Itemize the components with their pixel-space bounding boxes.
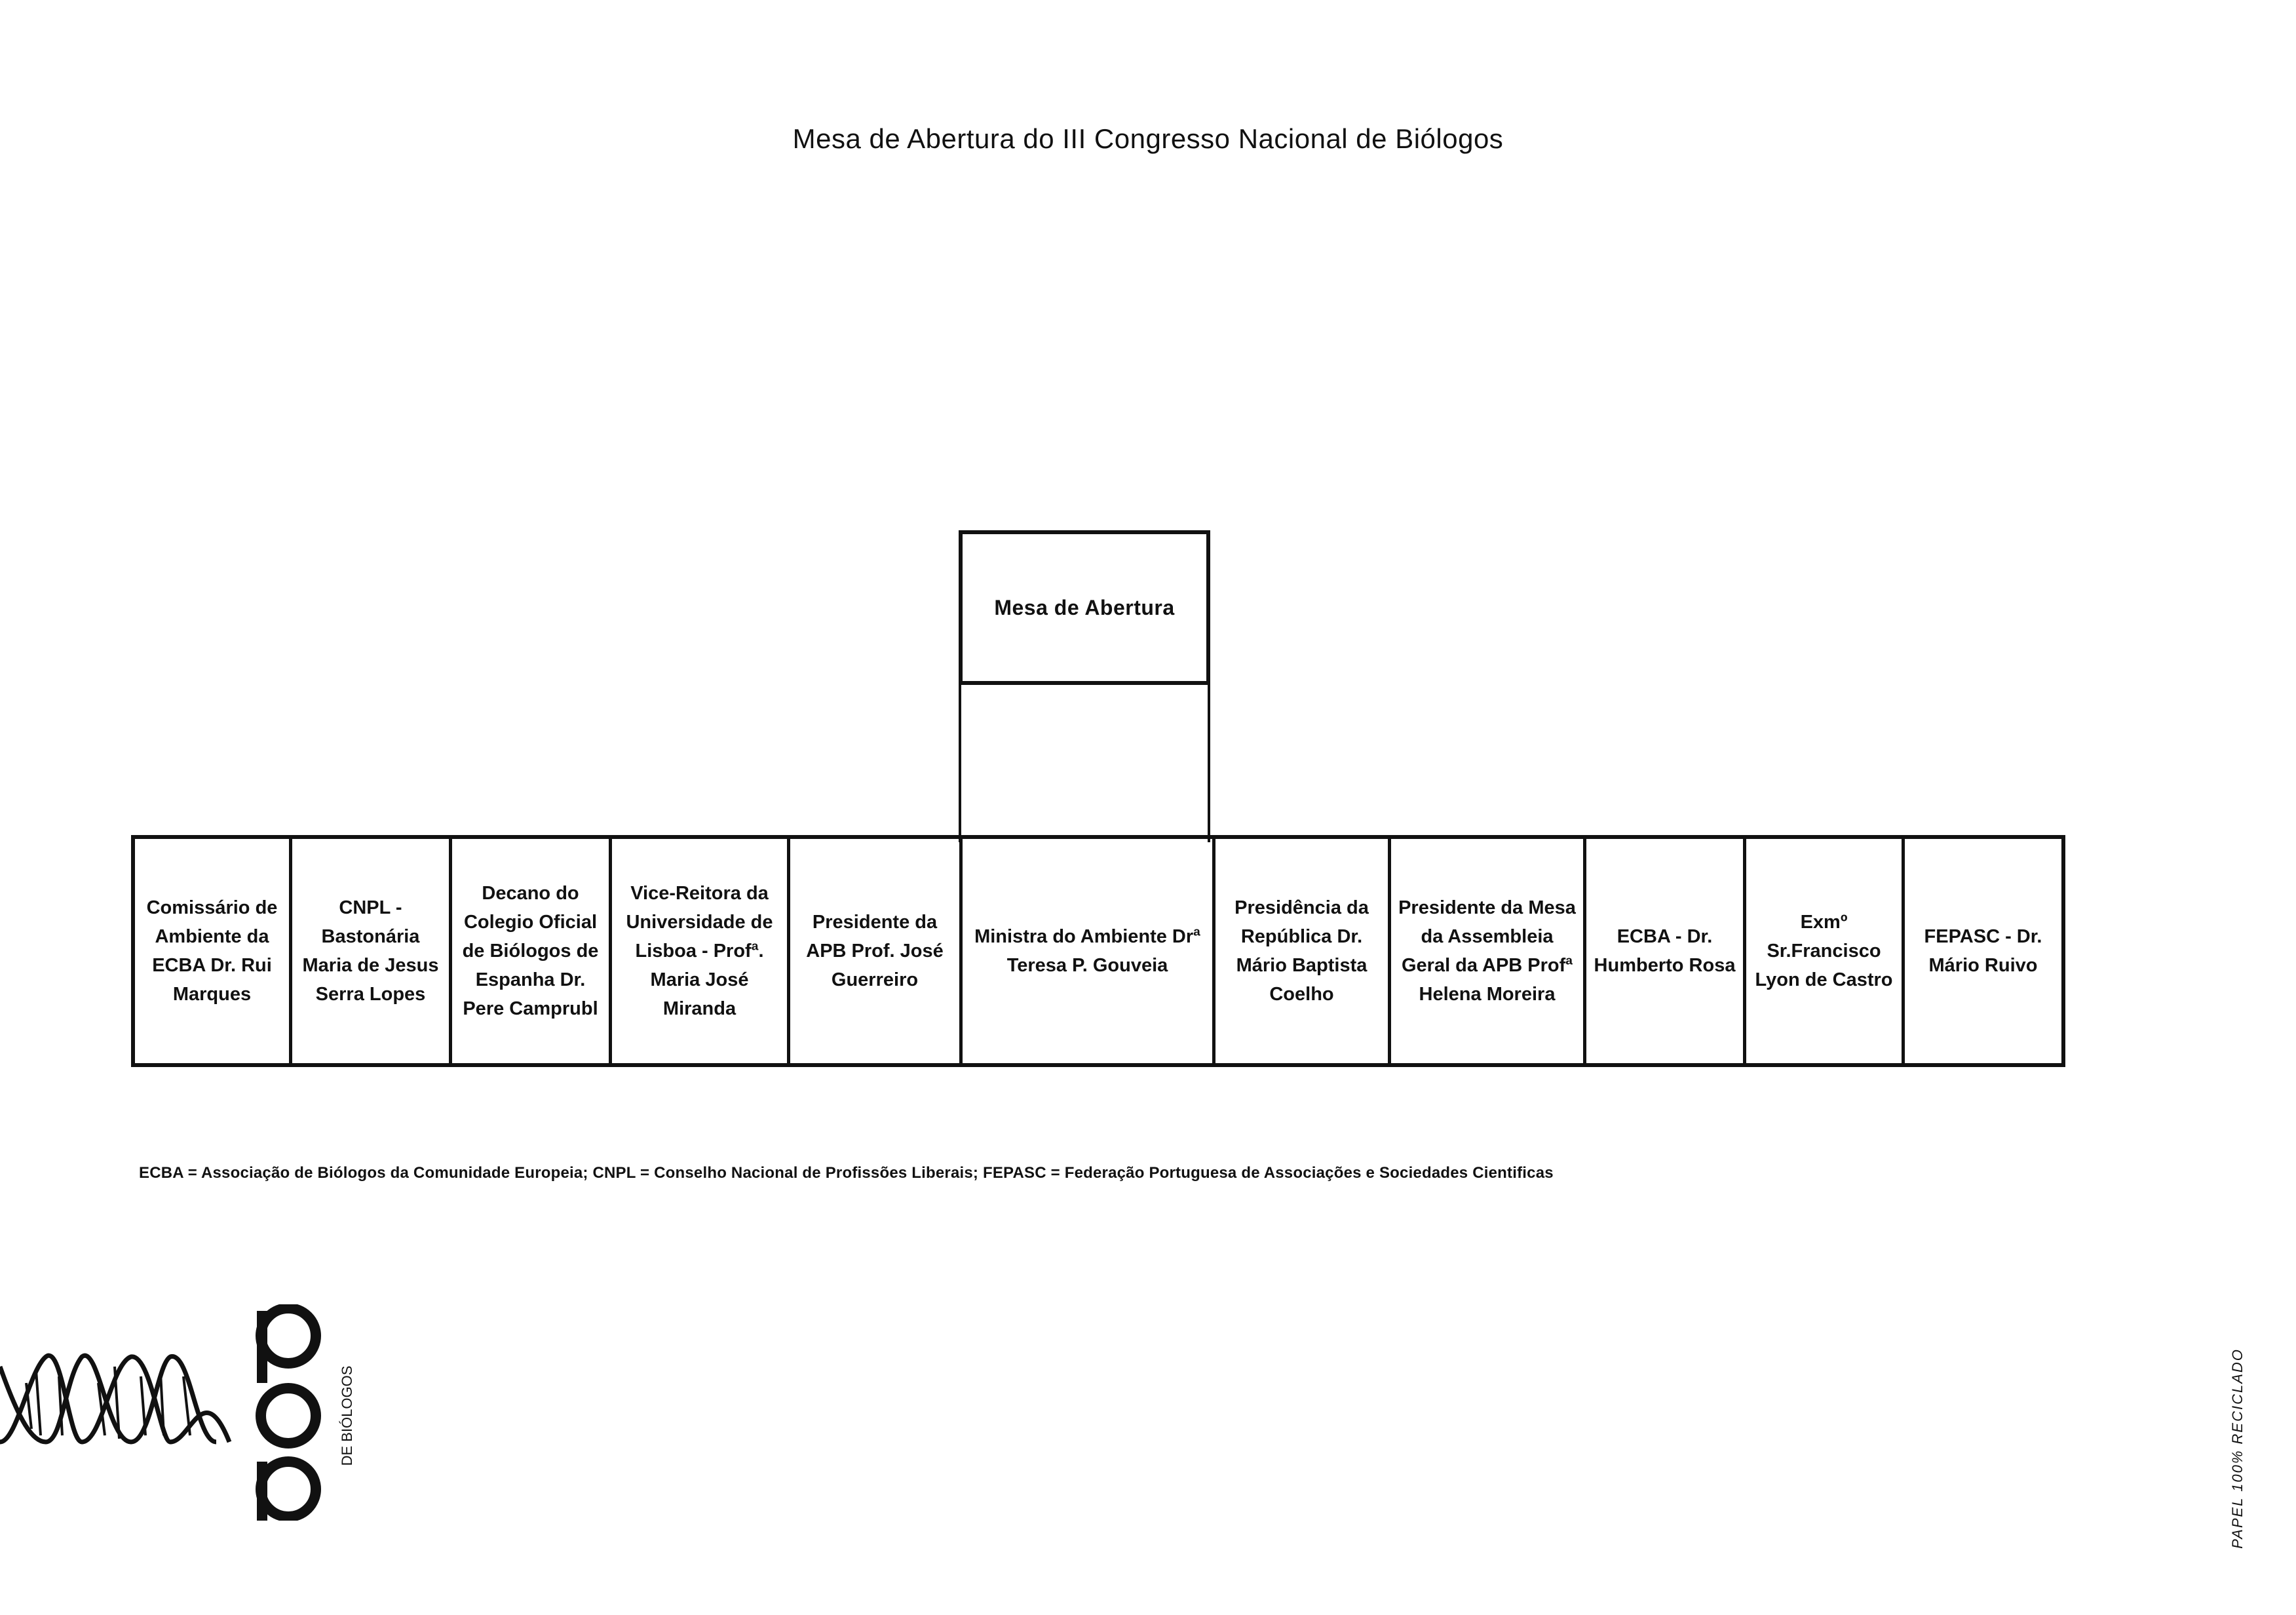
seat-label: Comissário de Ambiente da ECBA Dr. Rui M… [146,897,278,1005]
seat-cell: Presidente da Mesa da Assembleia Geral d… [1391,839,1586,1063]
seat-cell: FEPASC - Dr. Mário Ruivo [1905,839,2061,1063]
seat-label: Ministra do Ambiente Drª Teresa P. Gouve… [974,926,1200,976]
page-title: Mesa de Abertura do III Congresso Nacion… [792,123,1504,154]
dna-helix-apb-logo-icon [0,1304,321,1521]
recycled-paper-note: PAPEL 100% RECICLADO [2229,1348,2246,1549]
footnote: ECBA = Associação de Biólogos da Comunid… [139,1164,1554,1182]
mesa-de-abertura-label: Mesa de Abertura [994,595,1175,619]
seat-cell: Exmº Sr.Francisco Lyon de Castro [1746,839,1905,1063]
seat-cell: CNPL - Bastonária Maria de Jesus Serra L… [292,839,452,1063]
seat-label: Exmº Sr.Francisco Lyon de Castro [1755,912,1893,990]
seat-label: Presidente da APB Prof. José Guerreiro [806,912,944,990]
seat-label: Presidente da Mesa da Assembleia Geral d… [1398,897,1576,1005]
seat-cell: Decano do Colegio Oficial de Biólogos de… [452,839,612,1063]
seat-label: Decano do Colegio Oficial de Biólogos de… [462,883,599,1019]
logo-text: DE BIÓLOGOS [339,1365,355,1466]
seat-cell: Comissário de Ambiente da ECBA Dr. Rui M… [135,839,292,1063]
seat-label: CNPL - Bastonária Maria de Jesus Serra L… [302,897,439,1005]
seating-table: Comissário de Ambiente da ECBA Dr. Rui M… [131,835,2065,1067]
seat-label: Presidência da República Dr. Mário Bapti… [1234,897,1369,1005]
connector-lines [959,685,1210,842]
seat-label: ECBA - Dr. Humberto Rosa [1594,926,1736,976]
seat-label: Vice-Reitora da Universidade de Lisboa -… [626,883,773,1019]
seat-cell: Vice-Reitora da Universidade de Lisboa -… [612,839,790,1063]
seat-label: FEPASC - Dr. Mário Ruivo [1924,926,2042,976]
seat-cell: ECBA - Dr. Humberto Rosa [1586,839,1746,1063]
seat-cell: Presidência da República Dr. Mário Bapti… [1215,839,1391,1063]
seat-cell: Presidente da APB Prof. José Guerreiro [790,839,963,1063]
seat-cell: Ministra do Ambiente Drª Teresa P. Gouve… [963,839,1215,1063]
mesa-de-abertura-box: Mesa de Abertura [959,530,1210,685]
